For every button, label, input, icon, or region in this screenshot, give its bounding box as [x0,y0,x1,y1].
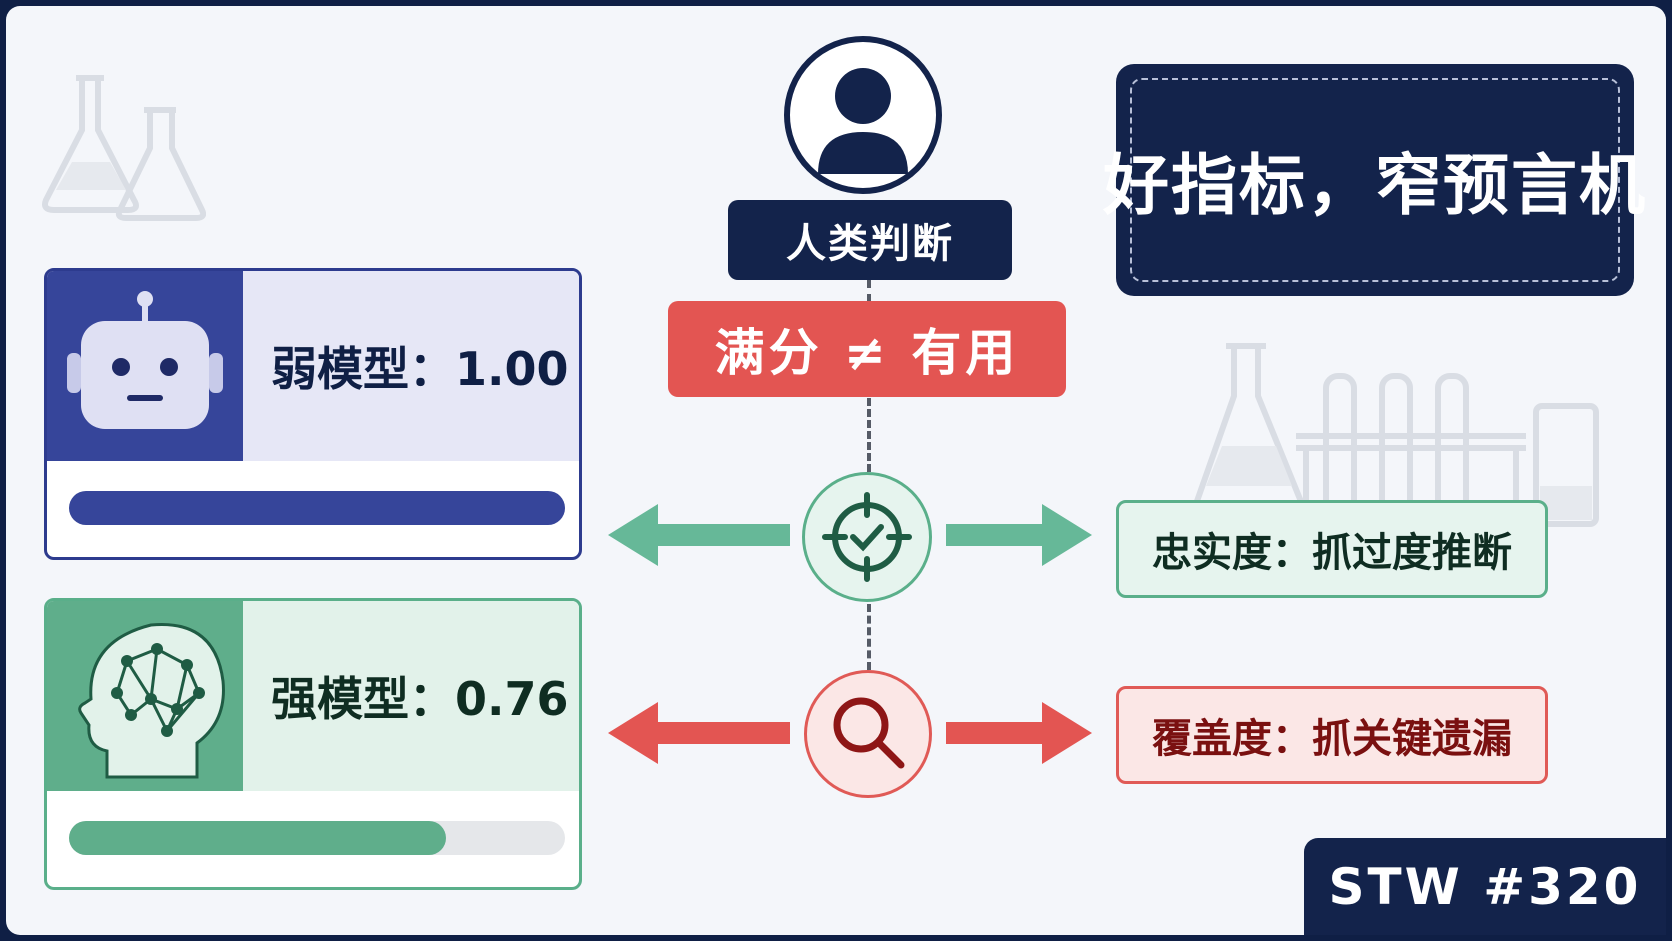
brain-network-icon [47,601,243,791]
episode-badge: STW #320 [1304,838,1666,935]
strong-model-score-bar [69,821,565,855]
person-icon [784,36,942,194]
faithfulness-metric: 忠实度：抓过度推断 [1116,500,1548,598]
target-check-icon [802,472,932,602]
title-box: 好指标，窄预言机 [1103,64,1645,296]
connector-line [867,280,871,302]
coverage-metric: 覆盖度：抓关键遗漏 [1116,686,1548,784]
weak-model-score-fill [69,491,565,525]
full-score-not-useful-banner: 满分 ≠ 有用 [668,301,1066,397]
title-frame: 好指标，窄预言机 [1103,78,1645,282]
magnifier-icon [804,670,932,798]
canvas: 好指标，窄预言机 人类判断 满分 ≠ 有用 弱模型：1.00 [6,6,1666,935]
weak-model-card: 弱模型：1.00 [44,268,582,560]
weak-model-score-bar [69,491,565,525]
page-title: 好指标，窄预言机 [1103,147,1647,224]
connector-line [867,604,871,670]
lab-flask-icon [42,75,206,221]
human-judgement-label: 人类判断 [728,200,1012,280]
weak-model-label: 弱模型：1.00 [243,271,579,461]
left-arrow-red [608,702,790,764]
right-arrow-green [946,504,1092,566]
connector-line [867,398,871,472]
strong-model-label: 强模型：0.76 [243,601,579,791]
strong-model-card: 强模型：0.76 [44,598,582,890]
strong-model-score-fill [69,821,446,855]
left-arrow-green [608,504,790,566]
robot-icon [47,271,243,461]
right-arrow-red [946,702,1092,764]
